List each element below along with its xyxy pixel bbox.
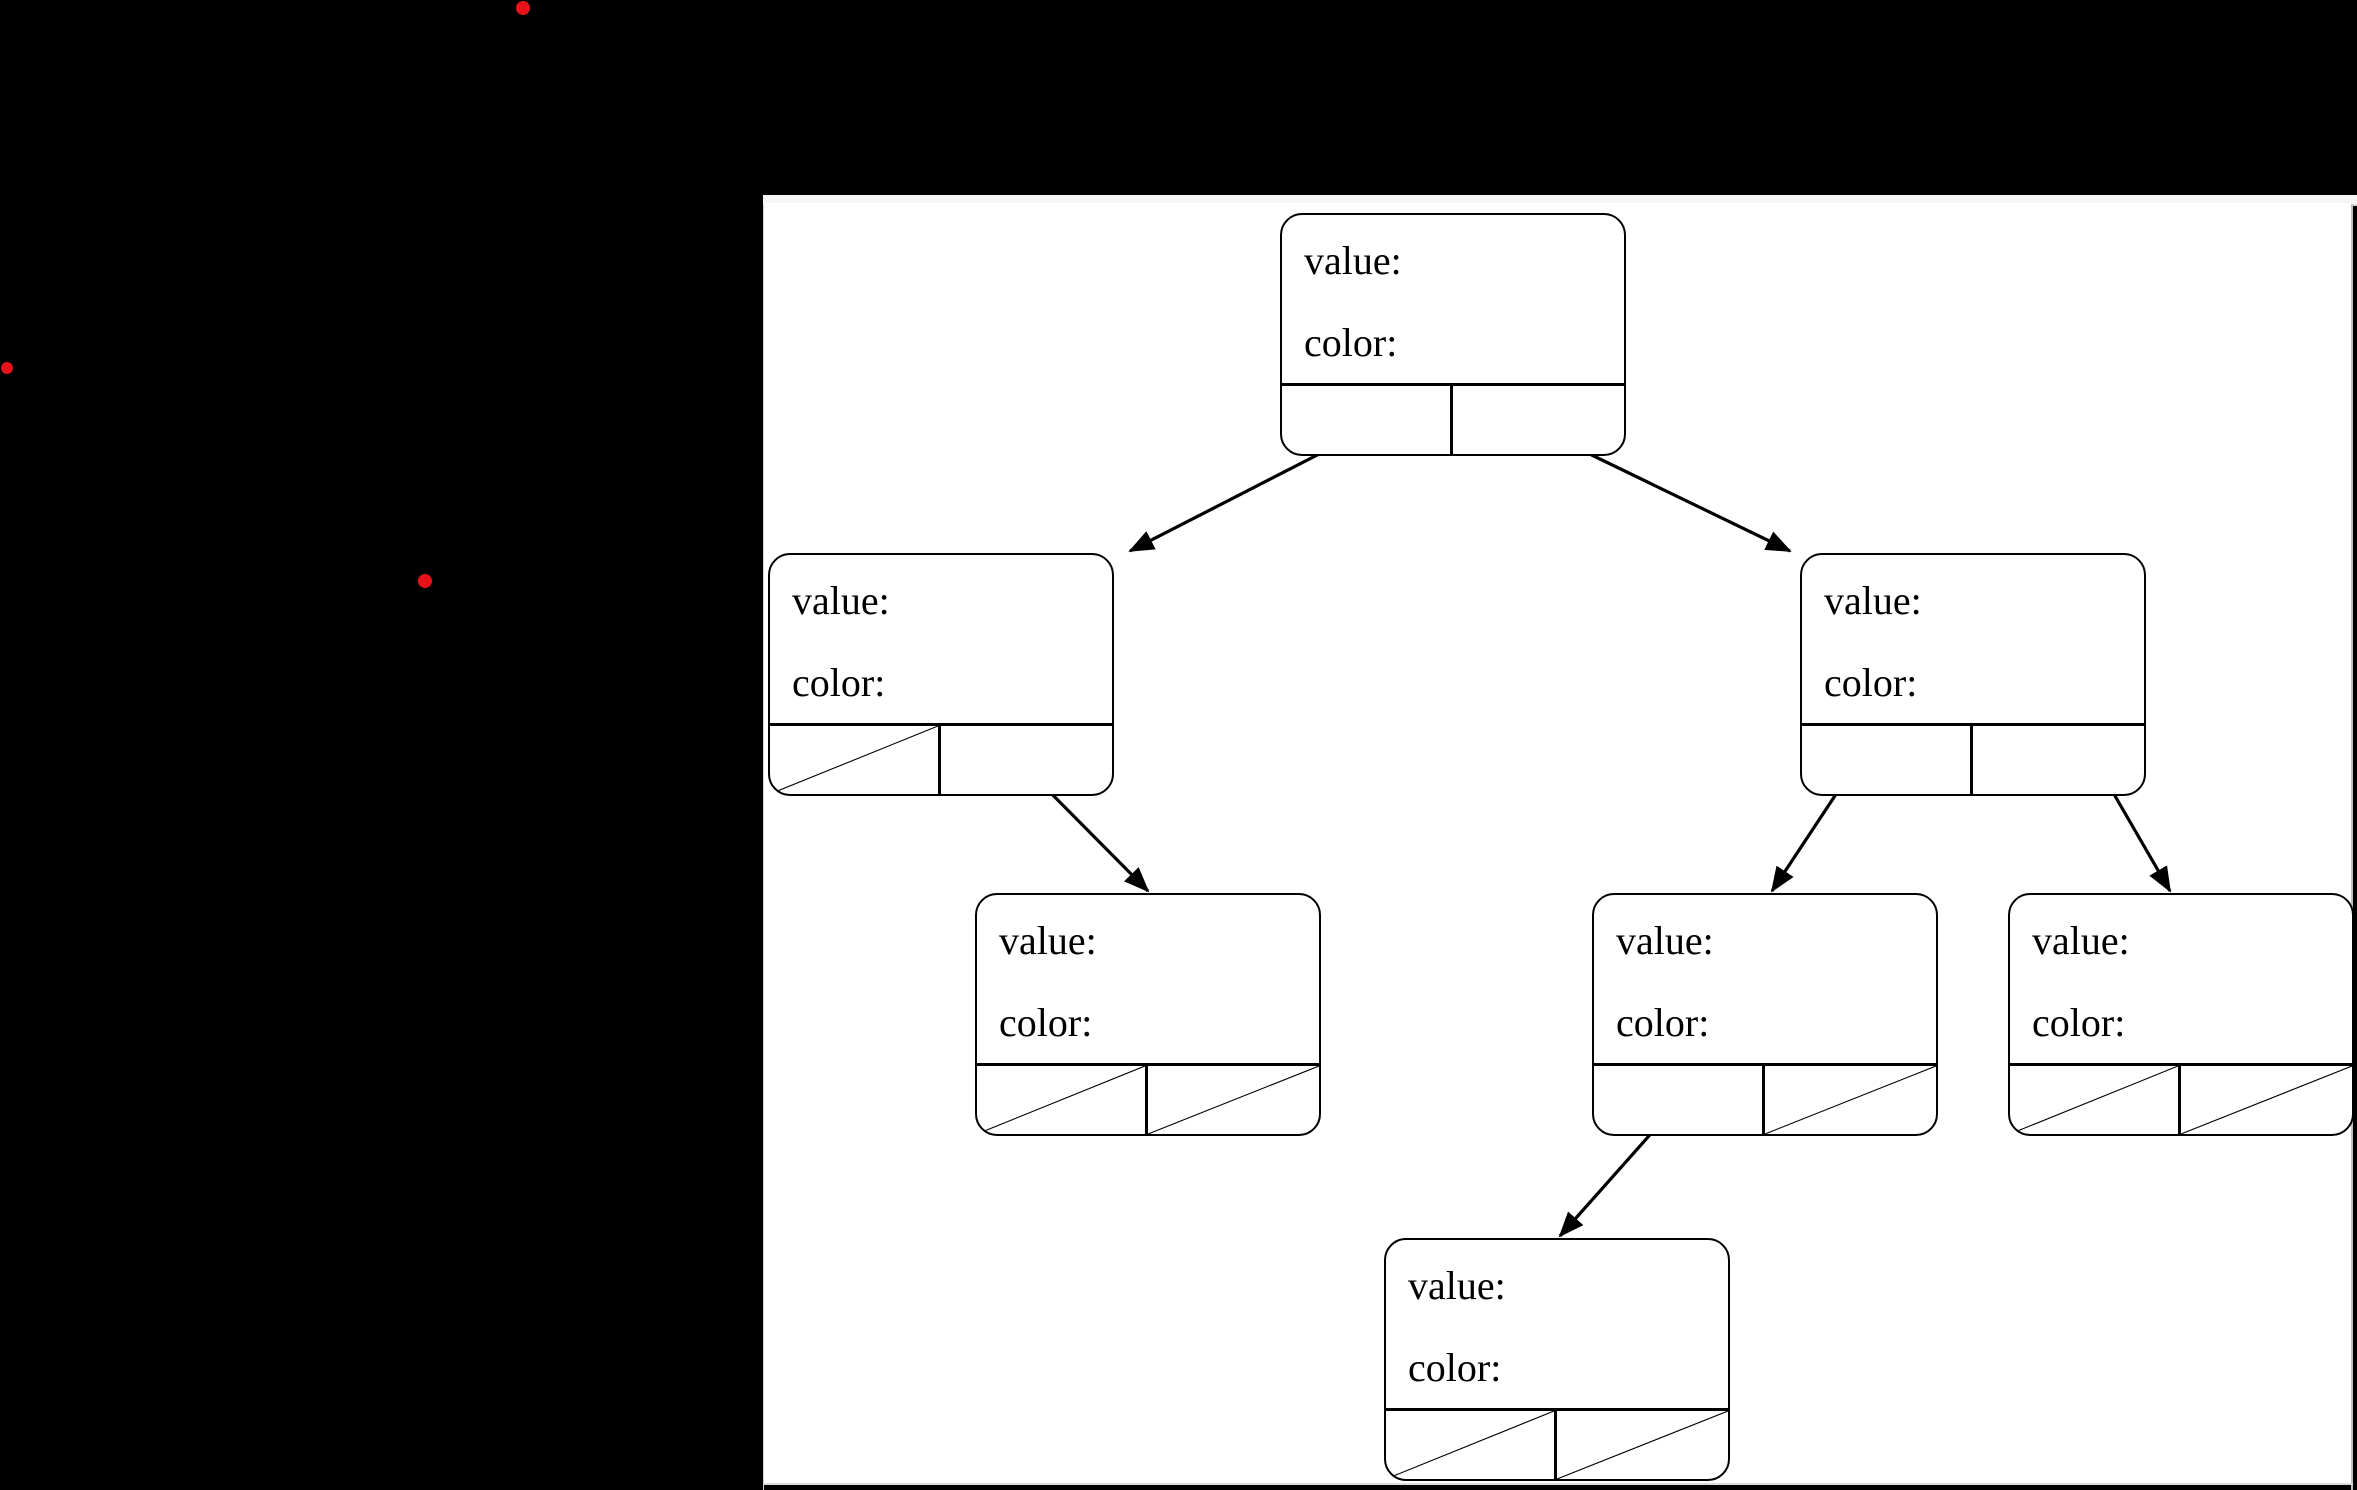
node-value-label: value: xyxy=(999,918,1097,963)
node-value-label: value: xyxy=(1824,578,1922,623)
tree-node-leaf-right-right[interactable]: value: color: xyxy=(2008,893,2354,1136)
null-pointer-slash-icon xyxy=(977,1066,1145,1134)
node-left-pointer-cell[interactable] xyxy=(1282,386,1453,454)
red-dot-left-marker xyxy=(1,362,13,374)
node-left-pointer-cell[interactable] xyxy=(2010,1066,2181,1134)
node-right-pointer-cell[interactable] xyxy=(2181,1066,2352,1134)
node-color-label: color: xyxy=(1304,320,1398,365)
node-left-pointer-cell[interactable] xyxy=(1594,1066,1765,1134)
node-left-pointer-cell[interactable] xyxy=(770,726,941,794)
node-fields: value: color: xyxy=(1594,895,1936,1043)
node-pointer-row xyxy=(977,1063,1319,1134)
node-value-label: value: xyxy=(792,578,890,623)
node-left-pointer-cell[interactable] xyxy=(1802,726,1973,794)
tree-node-right-child[interactable]: value: color: xyxy=(1800,553,2146,796)
node-pointer-row xyxy=(1386,1408,1728,1479)
null-pointer-slash-icon xyxy=(2181,1066,2352,1134)
null-pointer-slash-icon xyxy=(2010,1066,2178,1134)
null-pointer-slash-icon xyxy=(1557,1411,1728,1479)
node-pointer-row xyxy=(2010,1063,2352,1134)
canvas-right-border[interactable] xyxy=(2351,204,2353,1490)
node-fields: value: color: xyxy=(977,895,1319,1043)
canvas-bottom-border xyxy=(763,1483,2353,1485)
node-right-pointer-cell[interactable] xyxy=(1765,1066,1936,1134)
tree-node-leaf-bottom[interactable]: value: color: xyxy=(1384,1238,1730,1481)
tree-node-left-child[interactable]: value: color: xyxy=(768,553,1114,796)
node-fields: value: color: xyxy=(1802,555,2144,703)
node-right-pointer-cell[interactable] xyxy=(1453,386,1624,454)
node-color-label: color: xyxy=(2032,1000,2126,1045)
tree-node-leaf-left-right[interactable]: value: color: xyxy=(975,893,1321,1136)
null-pointer-slash-icon xyxy=(1765,1066,1936,1134)
red-dot-middle-marker xyxy=(418,574,432,588)
null-pointer-slash-icon xyxy=(770,726,938,794)
node-color-label: color: xyxy=(999,1000,1093,1045)
node-left-pointer-cell[interactable] xyxy=(1386,1411,1557,1479)
node-value-label: value: xyxy=(2032,918,2130,963)
canvas-left-border xyxy=(763,204,764,1490)
tree-node-inner-right-left[interactable]: value: color: xyxy=(1592,893,1938,1136)
node-pointer-row xyxy=(1282,383,1624,454)
node-value-label: value: xyxy=(1616,918,1714,963)
node-value-label: value: xyxy=(1408,1263,1506,1308)
node-pointer-row xyxy=(1802,723,2144,794)
null-pointer-slash-icon xyxy=(1148,1066,1319,1134)
node-right-pointer-cell[interactable] xyxy=(1148,1066,1319,1134)
node-color-label: color: xyxy=(1408,1345,1502,1390)
node-color-label: color: xyxy=(1616,1000,1710,1045)
node-pointer-row xyxy=(1594,1063,1936,1134)
node-left-pointer-cell[interactable] xyxy=(977,1066,1148,1134)
node-fields: value: color: xyxy=(1386,1240,1728,1388)
node-color-label: color: xyxy=(792,660,886,705)
node-fields: value: color: xyxy=(1282,215,1624,363)
node-right-pointer-cell[interactable] xyxy=(1973,726,2144,794)
node-pointer-row xyxy=(770,723,1112,794)
node-right-pointer-cell[interactable] xyxy=(1557,1411,1728,1479)
node-color-label: color: xyxy=(1824,660,1918,705)
node-value-label: value: xyxy=(1304,238,1402,283)
red-dot-top-marker xyxy=(516,1,530,15)
tree-node-root[interactable]: value: color: xyxy=(1280,213,1626,456)
canvas-top-band xyxy=(763,195,2357,204)
null-pointer-slash-icon xyxy=(1386,1411,1554,1479)
node-fields: value: color: xyxy=(770,555,1112,703)
node-fields: value: color: xyxy=(2010,895,2352,1043)
node-right-pointer-cell[interactable] xyxy=(941,726,1112,794)
